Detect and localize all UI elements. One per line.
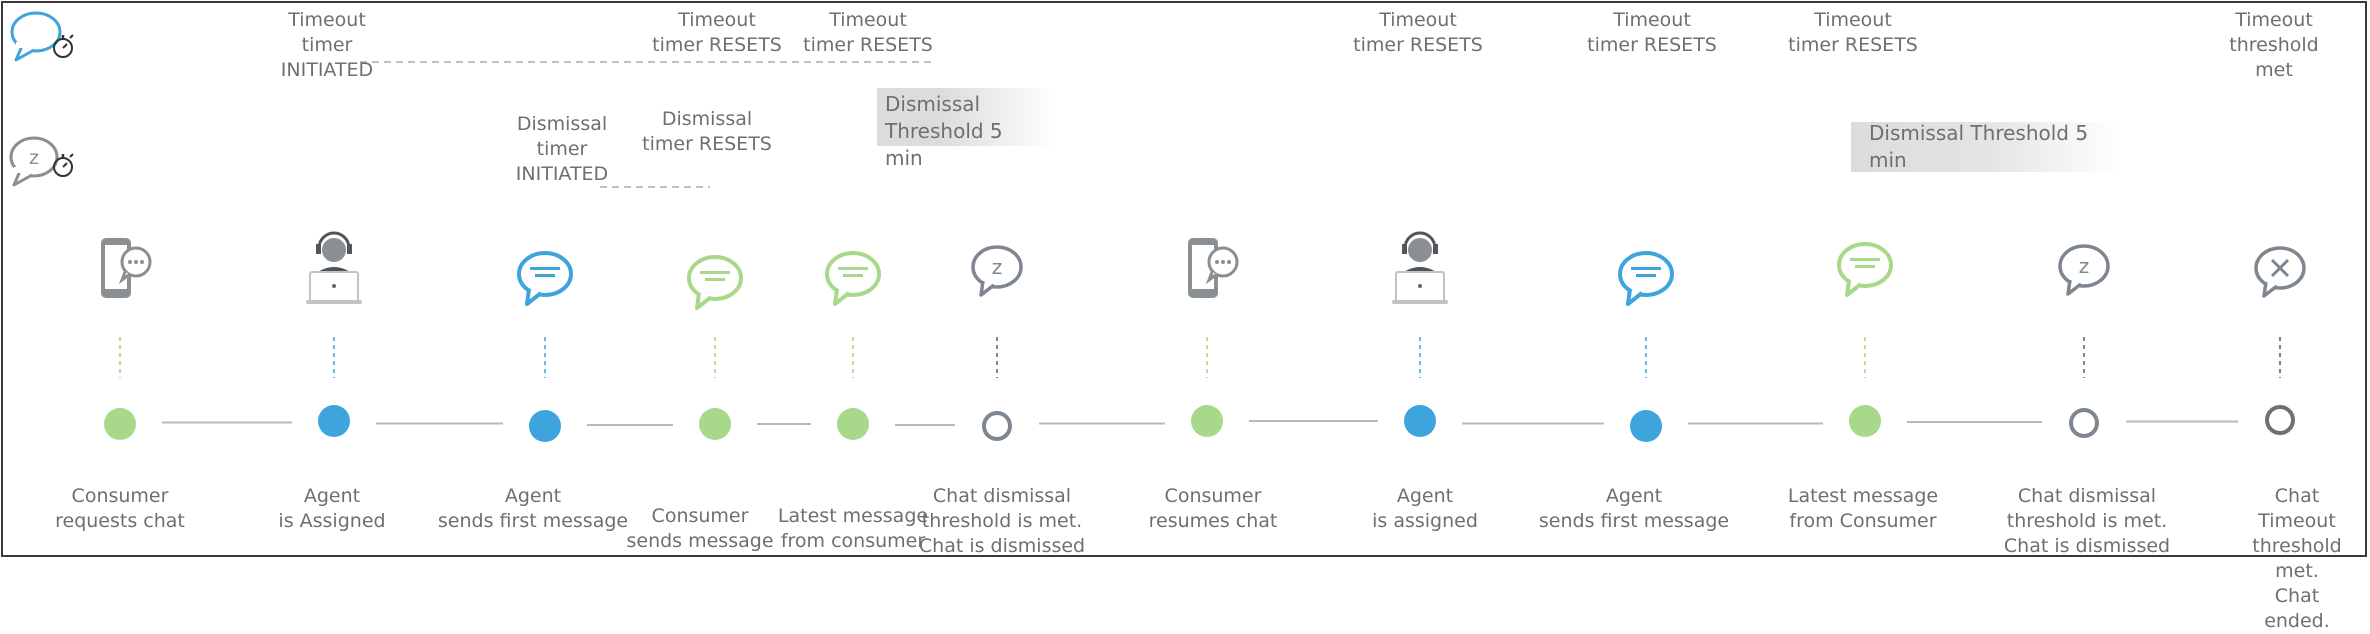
svg-text:z: z	[2079, 254, 2090, 278]
step-caption: Chat Timeout threshold met. Chat ended.	[2252, 485, 2342, 632]
timeout-note-reset: Timeout timer RESETS	[1788, 9, 1918, 56]
timeline-node	[1849, 405, 1881, 437]
timeline-step: z	[2058, 244, 2110, 438]
step-caption: Agent sends first message	[1538, 485, 1730, 532]
step-caption: Chat dismissal threshold is met. Chat is…	[918, 485, 1086, 557]
timeout-note-reset: Timeout timer RESETS	[652, 9, 782, 56]
timeline-node-hollow	[982, 411, 1012, 441]
timeline-step	[825, 251, 881, 440]
dismissal-threshold-banner: Dismissal Threshold 5 min	[1851, 121, 2121, 172]
timeline-step	[1188, 238, 1239, 437]
close-bubble-icon	[2254, 246, 2306, 298]
step-caption: Consumer resumes chat	[1148, 485, 1278, 532]
dismissal-threshold-banner: Dismissal Threshold 5 min	[877, 88, 1057, 170]
timeout-note-initiated: Timeout timer INITIATED	[280, 9, 374, 81]
phone-chat-icon	[101, 238, 152, 298]
agent-headset-icon	[306, 231, 362, 304]
svg-text:z: z	[29, 147, 39, 169]
timeline-step	[101, 238, 152, 440]
timeline-step	[1392, 231, 1448, 437]
timeline-node	[529, 410, 561, 442]
dismissal-note-initiated: Dismissal timer INITIATED	[515, 113, 609, 185]
diagram-canvas: z z z	[9, 11, 2306, 442]
step-caption: Consumer sends message	[626, 505, 774, 552]
phone-chat-icon	[1188, 238, 1239, 298]
step-caption: Agent is assigned	[1372, 485, 1478, 532]
diagram-border	[1, 1, 2367, 557]
timeline-step	[2254, 246, 2306, 435]
dismiss-bubble-icon: z	[2058, 244, 2110, 296]
timeout-note-reset: Timeout timer RESETS	[1353, 9, 1483, 56]
timeline-step	[687, 255, 743, 440]
dismissal-note-reset: Dismissal timer RESETS	[642, 108, 772, 155]
timeout-note-reset: Timeout timer RESETS	[1587, 9, 1717, 56]
step-caption: Agent sends first message	[437, 485, 629, 532]
timeline-step	[1837, 242, 1893, 437]
timeline-step	[517, 251, 573, 442]
step-caption: Agent is Assigned	[278, 485, 386, 532]
timeline-step	[1618, 251, 1674, 442]
dismiss-bubble-icon: z	[971, 245, 1023, 297]
chat-bubble-icon	[1837, 242, 1893, 297]
svg-text:z: z	[992, 255, 1003, 279]
timeline-node	[1404, 405, 1436, 437]
step-caption: Chat dismissal threshold is met. Chat is…	[2003, 485, 2171, 557]
timeline-node-hollow	[2069, 408, 2099, 438]
timeline-node	[104, 408, 136, 440]
step-caption: Latest message from Consumer	[1787, 485, 1939, 532]
chat-bubble-icon	[687, 255, 743, 310]
step-caption: Consumer requests chat	[55, 485, 185, 532]
timeout-note-reset: Timeout timer RESETS	[803, 9, 933, 56]
timeline-node	[1191, 405, 1223, 437]
chat-bubble-stopwatch-icon	[10, 11, 74, 62]
chat-bubble-icon	[517, 251, 573, 306]
sleep-bubble-stopwatch-icon: z	[9, 136, 74, 187]
timeline-node	[837, 408, 869, 440]
timeline-step: z	[971, 245, 1023, 441]
chat-bubble-icon	[825, 251, 881, 306]
timeout-note-threshold-met: Timeout threshold met	[2229, 9, 2319, 81]
timeline-node	[318, 405, 350, 437]
chat-bubble-icon	[1618, 251, 1674, 306]
timeline-node	[699, 408, 731, 440]
agent-headset-icon	[1392, 231, 1448, 304]
step-caption: Latest message from consumer	[777, 505, 929, 552]
timeline-step	[306, 231, 362, 437]
timeline-node-hollow	[2265, 405, 2295, 435]
timeline-node	[1630, 410, 1662, 442]
